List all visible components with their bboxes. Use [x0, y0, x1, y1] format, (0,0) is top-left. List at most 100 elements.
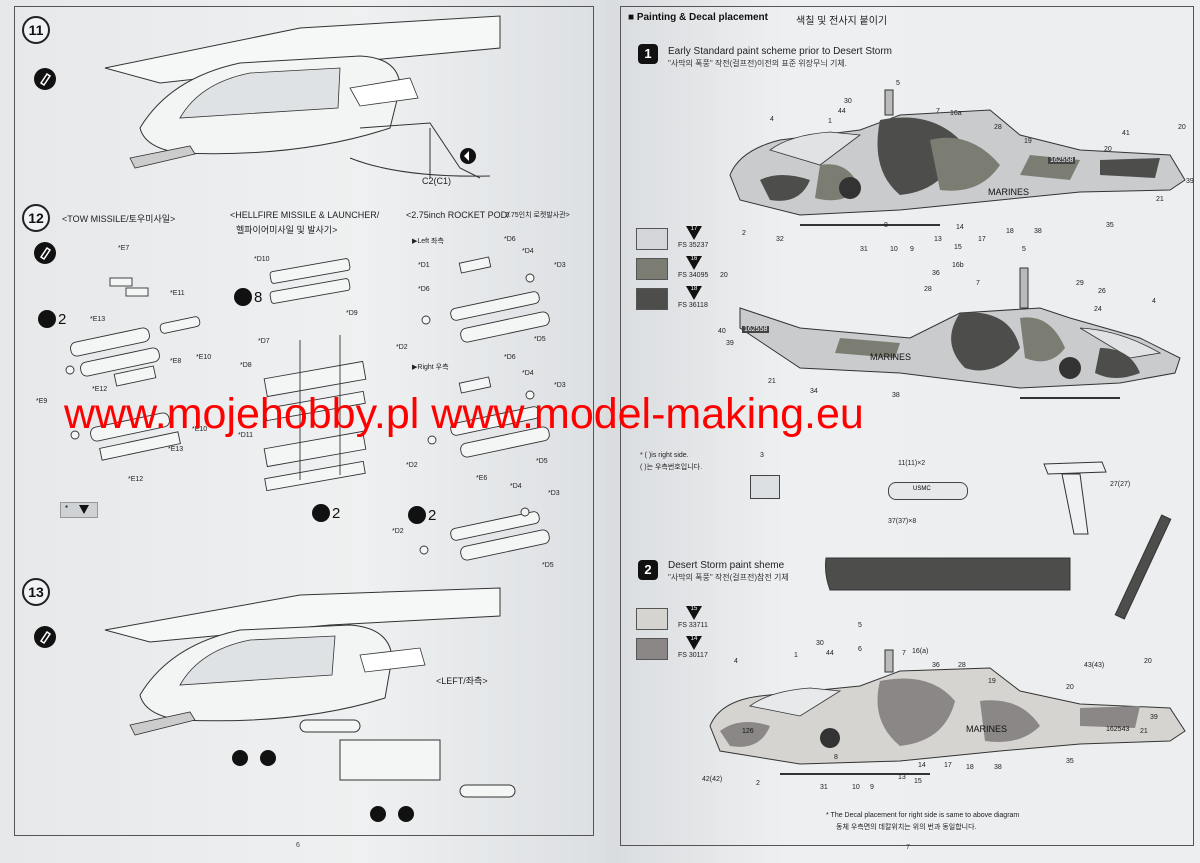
part-label: *E6 — [476, 475, 488, 482]
callout-number: 32 — [776, 236, 784, 243]
callout-number: 38 — [1034, 228, 1042, 235]
step-13-stub-wing-drawing — [104, 587, 516, 798]
callout-number: 7 — [902, 650, 906, 657]
callout-number: 7 — [976, 280, 980, 287]
callout-number: 18 — [1006, 228, 1014, 235]
callout-number: 17 — [944, 762, 952, 769]
part-label: *E12 — [92, 386, 108, 393]
part-label: *D2 — [392, 528, 404, 535]
fs-code: FS 30117 — [678, 652, 708, 659]
callout-number: 6 — [858, 646, 862, 653]
hellfire-title: <HELLFIRE MISSILE & LAUNCHER/ — [230, 210, 380, 220]
part-label: *D5 — [536, 458, 548, 465]
part-label: *D9 — [346, 310, 358, 317]
callout-number: 8 — [884, 222, 888, 229]
callout-number: 34 — [810, 388, 818, 395]
part-label: *D3 — [554, 262, 566, 269]
callout-number: 15 — [954, 244, 962, 251]
part-label: *E10 — [196, 354, 212, 361]
paint-number-badge: 16 — [686, 256, 702, 270]
part-label: *D6 — [504, 236, 516, 243]
callout-number: 10 — [890, 246, 898, 253]
callout-number: 4 — [770, 116, 774, 123]
part-label: *E11 — [170, 290, 185, 297]
part-label: *E10 — [192, 426, 208, 433]
callout-number: 14 — [918, 762, 926, 769]
callout-number: 9 — [870, 784, 874, 791]
callout-number: 24 — [1094, 306, 1102, 313]
decal-3-drawing — [750, 475, 780, 499]
scheme-1-marines-right: MARINES — [870, 352, 912, 362]
callout-number: 5 — [858, 622, 862, 629]
callout-number: 8 — [834, 754, 838, 761]
quantity-icon — [312, 504, 330, 522]
helicopter-early-scheme-drawing — [729, 89, 1186, 226]
tow-missile-title: <TOW MISSILE/토우미사일> — [62, 214, 176, 224]
callout-number: 5 — [1022, 246, 1026, 253]
callout-number: 4 — [1152, 298, 1156, 305]
triangle-icon — [79, 505, 89, 514]
tow-missile-drawing — [65, 277, 201, 461]
callout-number: 39 — [726, 340, 734, 347]
part-label: *E13 — [168, 446, 184, 453]
rocket-quantity: 2 — [428, 507, 437, 524]
right-side-note: * ( )is right side. — [640, 452, 689, 459]
part-label: *D6 — [418, 286, 430, 293]
part-label: *E7 — [118, 245, 130, 252]
painting-header: ■ Painting & Decal placement 색칠 및 전사지 붙이… — [618, 8, 1188, 28]
paint-number-badge: 15 — [686, 606, 702, 620]
view-reverse-icon — [460, 148, 476, 164]
callout-number: 15 — [914, 778, 922, 785]
glue-icon — [34, 626, 56, 648]
scheme-1-number: 1 — [638, 44, 658, 64]
hellfire-quantity-bottom: 2 — [332, 505, 341, 522]
callout-number: 29 — [1076, 280, 1084, 287]
quantity-icon — [38, 310, 56, 328]
callout-number: 31 — [860, 246, 868, 253]
part-label: *D2 — [396, 344, 408, 351]
hellfire-launcher-drawing — [263, 258, 367, 492]
callout-number: 16a — [950, 110, 962, 117]
callout-number: 2 — [742, 230, 746, 237]
tail-rotor-drawing — [1114, 514, 1172, 620]
paint-number-badge: 14 — [686, 636, 702, 650]
callout-number: 14 — [956, 224, 964, 231]
question-icon — [370, 806, 386, 822]
helicopter-desert-storm-drawing — [709, 649, 1186, 775]
header-title-kr: 색칠 및 전사지 붙이기 — [796, 16, 888, 27]
callout-number: 36 — [932, 662, 940, 669]
callout-number: 43(43) — [1084, 662, 1105, 669]
fs-code: FS 33711 — [678, 622, 708, 629]
step-12-number: 12 — [22, 204, 50, 232]
step-11-number: 11 — [22, 16, 50, 44]
callout-number: 7 — [936, 108, 940, 115]
step-13-number: 13 — [22, 578, 50, 606]
scheme-2-number: 2 — [638, 560, 658, 580]
part-label: *D10 — [254, 256, 270, 263]
rocket-left-label: ▶Left 좌측 — [412, 238, 444, 245]
callout-number: 16(a) — [912, 648, 929, 655]
fs-code: FS 34095 — [678, 272, 709, 279]
callout-number: 21 — [768, 378, 776, 385]
callout-number: 28 — [994, 124, 1002, 131]
color-swatch-fs36118 — [636, 288, 668, 310]
callout-number: 16b — [952, 262, 964, 269]
part-label: *D5 — [534, 336, 546, 343]
rocket-right-label: ▶Right 우측 — [412, 364, 449, 371]
paint-number-badge: 17 — [686, 226, 702, 240]
callout-number: 13 — [898, 774, 906, 781]
missile-decal-drawing: USMC — [888, 482, 968, 500]
callout-number: 21 — [1156, 196, 1164, 203]
callout-number: 39 — [1150, 714, 1158, 721]
callout-number: 35 — [1106, 222, 1114, 229]
callout-number: 20 — [1144, 658, 1152, 665]
callout-number: 10 — [852, 784, 860, 791]
callout-number: 1 — [794, 652, 798, 659]
callout-number: 38 — [994, 764, 1002, 771]
scheme-1-title: Early Standard paint scheme prior to Des… — [668, 46, 892, 57]
hellfire-title-kr: 헬파이어미사일 및 발사기> — [236, 225, 338, 235]
callout-number: 5 — [896, 80, 900, 87]
callout-number: 31 — [820, 784, 828, 791]
tow-quantity: 2 — [58, 311, 67, 328]
callout-number: 20 — [720, 272, 728, 279]
